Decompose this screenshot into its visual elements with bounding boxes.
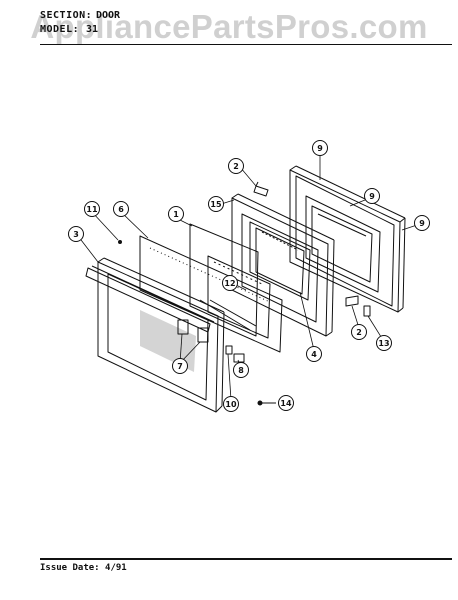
callout-2-top: 2: [228, 158, 244, 174]
svg-text:1: 1: [173, 210, 179, 219]
svg-text:8: 8: [238, 366, 244, 375]
part-inner-panel: [311, 205, 373, 283]
part-small-clip: [225, 345, 233, 355]
section-label: SECTION:: [40, 10, 93, 21]
callout-4: 4: [306, 346, 322, 362]
part-hinge-lower: [345, 295, 371, 317]
callout-12: 12: [222, 275, 238, 291]
callout-9-side: 9: [414, 215, 430, 231]
part-handle-caps: [177, 319, 209, 343]
callout-2-lower: 2: [351, 324, 367, 340]
watermark-text: AppliancePartsPros.com: [30, 8, 428, 45]
callout-9-top: 9: [312, 140, 328, 156]
callout-14: 14: [278, 395, 294, 411]
part-screw-top: [118, 240, 122, 244]
svg-text:2: 2: [356, 328, 362, 337]
svg-text:6: 6: [118, 205, 124, 214]
callout-9-inner: 9: [364, 188, 380, 204]
part-bracket: [233, 353, 245, 363]
svg-text:13: 13: [378, 339, 389, 348]
svg-text:15: 15: [210, 200, 222, 209]
part-insulation: [189, 223, 259, 337]
svg-text:3: 3: [73, 230, 79, 239]
part-hinge-clip-top: [253, 181, 269, 197]
svg-text:9: 9: [369, 192, 375, 201]
part-screw: [257, 400, 276, 406]
part-inner-glass: [207, 255, 271, 339]
model-label: MODEL:: [40, 24, 80, 35]
section-value: DOOR: [96, 10, 121, 21]
part-door-frame: [231, 193, 335, 337]
svg-text:9: 9: [419, 219, 425, 228]
callout-11: 11: [84, 201, 100, 217]
issue-date: Issue Date: 4/91: [40, 563, 127, 573]
svg-text:14: 14: [280, 399, 292, 408]
part-window-pack: [249, 221, 311, 301]
callout-3: 3: [68, 226, 84, 242]
header-rule: [40, 44, 452, 45]
callout-8: 8: [233, 362, 249, 378]
svg-text:2: 2: [233, 162, 239, 171]
part-outer-door-panel: [97, 257, 225, 413]
svg-text:12: 12: [224, 279, 235, 288]
svg-text:7: 7: [177, 362, 183, 371]
callout-10: 10: [223, 396, 239, 412]
footer-rule: [40, 558, 452, 560]
callout-6: 6: [113, 201, 129, 217]
callout-7: 7: [172, 358, 188, 374]
callout-1: 1: [168, 206, 184, 222]
svg-text:10: 10: [225, 400, 237, 409]
part-door-liner: [289, 165, 406, 313]
svg-text:4: 4: [311, 350, 317, 359]
model-value: 31: [86, 24, 99, 35]
callout-13: 13: [376, 335, 392, 351]
svg-text:11: 11: [86, 205, 98, 214]
callout-15: 15: [208, 196, 224, 212]
svg-text:9: 9: [317, 144, 323, 153]
